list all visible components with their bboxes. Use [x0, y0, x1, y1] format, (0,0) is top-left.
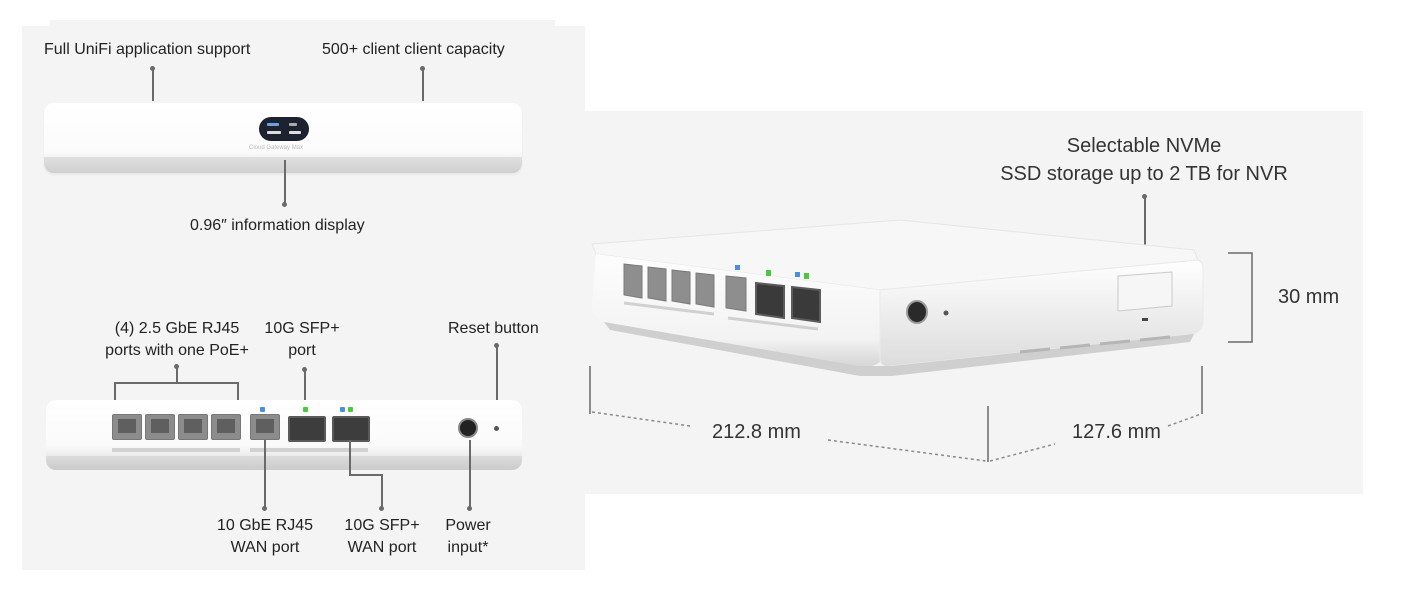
leader-line [349, 440, 351, 474]
status-led [260, 407, 265, 412]
rj45-port-3 [178, 414, 208, 440]
status-led [340, 407, 345, 412]
bracket-line [237, 382, 239, 400]
information-display [259, 117, 309, 141]
reset-hole [494, 426, 499, 431]
leader-dot [379, 506, 384, 511]
label-reset-button: Reset button [448, 320, 539, 337]
leader-line [381, 474, 383, 508]
leader-dot [282, 202, 287, 207]
port-group-bar [250, 448, 368, 452]
label-info-display: 0.96″ information display [190, 217, 365, 234]
leader-dot [262, 506, 267, 511]
leader-line [264, 440, 266, 508]
bracket-line [114, 382, 238, 384]
device-model-label: Cloud Gateway Max [249, 145, 304, 151]
rj45-port-2 [145, 414, 175, 440]
label-sfp-port: 10G SFP+port [264, 320, 340, 359]
label-sfp-wan: 10G SFP+WAN port [344, 517, 420, 556]
label-height: 30 mm [1278, 286, 1340, 308]
port-group-bar [112, 448, 240, 452]
leader-line [496, 345, 498, 429]
bracket-line [114, 382, 116, 400]
leader-line [284, 160, 286, 204]
leader-line [304, 369, 306, 403]
label-depth: 127.6 mm [1072, 421, 1161, 443]
status-led [348, 407, 353, 412]
leader-dot [1142, 194, 1147, 199]
device-rear-view [46, 400, 522, 470]
leader-line [349, 474, 381, 476]
label-app-support: Full UniFi application support [44, 41, 251, 58]
panel-top-strip [50, 20, 555, 28]
sfp-wan-port [332, 416, 370, 442]
leader-line [152, 68, 154, 101]
power-jack [458, 418, 478, 438]
sfp-port [288, 416, 326, 442]
leader-line [1144, 196, 1146, 274]
label-client-capacity: 500+ client client capacity [322, 41, 505, 58]
leader-line [176, 366, 178, 382]
leader-dot [467, 506, 472, 511]
leader-line [469, 440, 471, 508]
label-width: 212.8 mm [712, 421, 801, 443]
status-led [303, 407, 308, 412]
device-front-view: Cloud Gateway Max [44, 103, 522, 173]
rj45-wan-port [250, 414, 280, 440]
leader-line [422, 68, 424, 101]
rj45-port-4 [211, 414, 241, 440]
rj45-port-1 [112, 414, 142, 440]
